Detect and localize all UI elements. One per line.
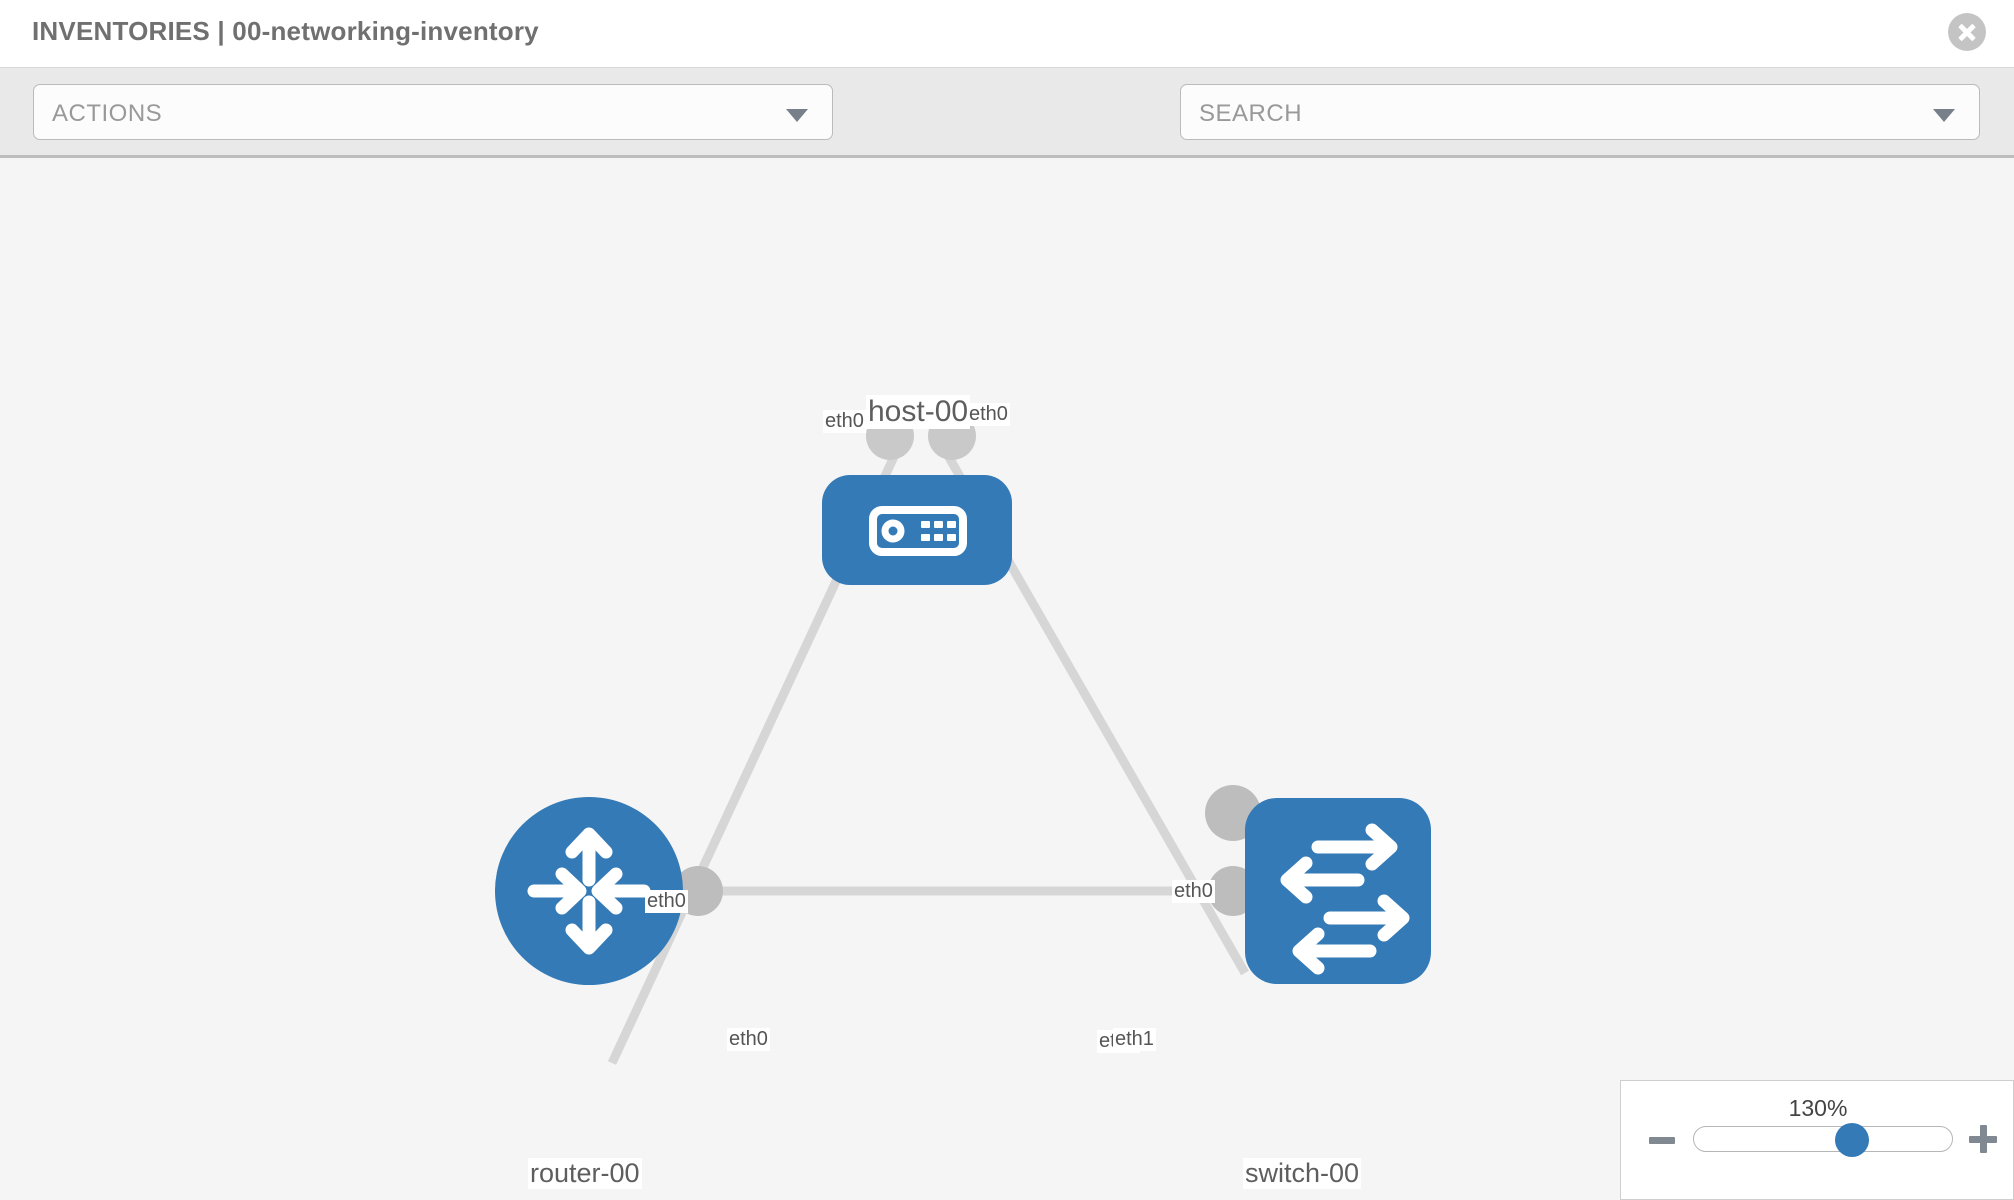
topology-graph xyxy=(495,412,1431,1065)
node-host-00[interactable] xyxy=(822,475,1012,585)
node-switch-00[interactable] xyxy=(1245,798,1431,984)
iface-label-switch-left: eth1 xyxy=(1113,1028,1156,1051)
node-label-router-00: router-00 xyxy=(528,1158,642,1189)
zoom-level-label: 130% xyxy=(1788,1095,1848,1121)
iface-label-router-up: eth0 xyxy=(645,890,688,913)
search-input[interactable]: SEARCH xyxy=(1180,84,1980,140)
iface-label-switch-up: eth0 xyxy=(1172,880,1215,903)
toolbar: ACTIONS SEARCH xyxy=(0,68,2014,200)
chevron-down-icon[interactable] xyxy=(1933,109,1955,122)
actions-dropdown-label: ACTIONS xyxy=(52,100,163,127)
topology-canvas[interactable]: host-00 router-00 switch-00 eth0 eth0 et… xyxy=(0,158,2014,1200)
plus-icon-vertical xyxy=(1980,1125,1987,1153)
node-router-00-shape[interactable] xyxy=(495,797,683,985)
iface-label-host-right: eth0 xyxy=(967,403,1010,426)
plus-icon[interactable] xyxy=(1969,1125,1997,1153)
switch-exchange-arrows-icon xyxy=(1280,823,1410,975)
page-title: INVENTORIES | 00-networking-inventory xyxy=(32,16,539,46)
node-host-00-shape[interactable] xyxy=(822,475,1012,585)
search-placeholder: SEARCH xyxy=(1199,100,1303,127)
iface-label-router-right: eth0 xyxy=(727,1028,770,1051)
iface-label-host-left: eth0 xyxy=(823,410,866,433)
node-router-00[interactable] xyxy=(495,797,683,985)
node-label-switch-00: switch-00 xyxy=(1243,1158,1362,1189)
router-four-arrows-icon xyxy=(527,827,651,955)
zoom-slider-thumb[interactable] xyxy=(1835,1123,1869,1157)
close-icon[interactable] xyxy=(1948,13,1986,51)
zoom-slider[interactable] xyxy=(1693,1123,1953,1157)
chevron-down-icon xyxy=(786,109,808,122)
node-label-host-00: host-00 xyxy=(866,395,971,429)
server-appliance-icon xyxy=(869,506,967,556)
minus-icon[interactable] xyxy=(1649,1137,1675,1144)
zoom-control-panel: 130% xyxy=(1620,1080,2014,1200)
app-header: INVENTORIES | 00-networking-inventory xyxy=(0,0,2014,68)
actions-dropdown[interactable]: ACTIONS xyxy=(33,84,833,140)
